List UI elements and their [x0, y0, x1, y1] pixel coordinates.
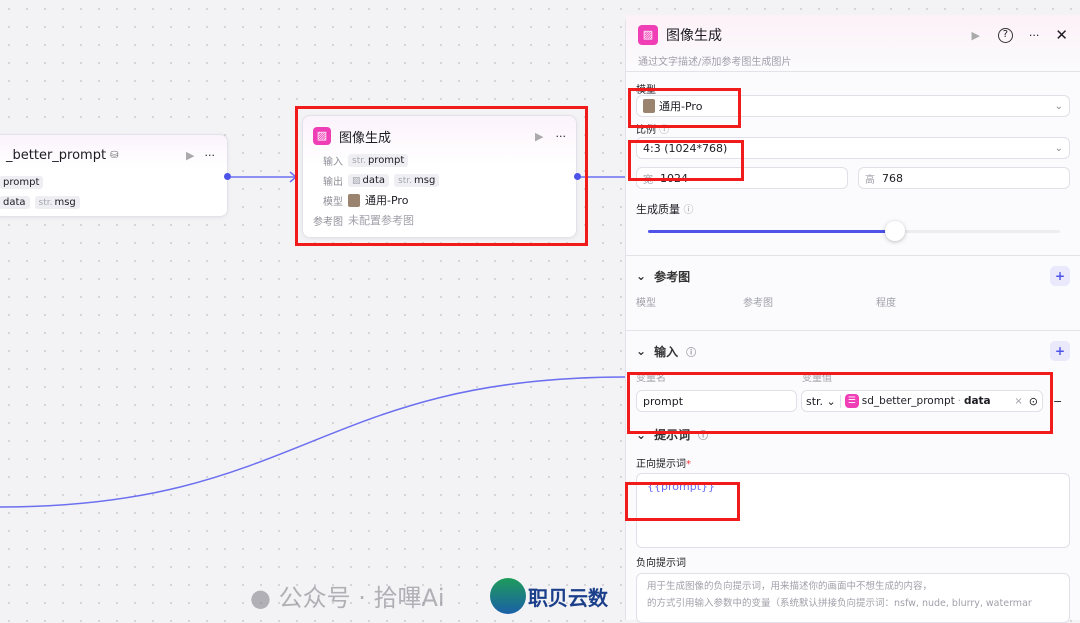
panel-title: 图像生成: [666, 28, 722, 44]
output-tag: str.msg: [394, 173, 440, 187]
more-icon[interactable]: ···: [1028, 28, 1040, 42]
input-tag: prompt: [0, 175, 44, 189]
node-ref-icon: ☰: [844, 394, 859, 408]
ref-value: 未配置参考图: [348, 214, 414, 227]
highlight-box: [628, 140, 744, 181]
negative-placeholder-line: 的方式引用输入参数中的变量（系统默认拼接负向提示词：nsfw, nude, bl…: [647, 598, 1032, 609]
info-icon: ⓘ: [686, 347, 697, 359]
ratio-label: 比例: [636, 125, 656, 136]
ref-node-name: sd_better_prompt: [861, 395, 955, 407]
image-icon: ▨: [313, 127, 331, 145]
output-port[interactable]: [224, 173, 231, 180]
db-icon: ⛁: [110, 149, 119, 161]
slider-handle[interactable]: [885, 221, 906, 241]
more-icon[interactable]: ···: [555, 129, 567, 143]
negative-placeholder-line: 用于生成图像的负向提示词，用来描述你的画面中不想生成的内容，: [647, 581, 933, 592]
ref-col-image: 参考图: [743, 298, 773, 309]
panel-description: 通过文字描述/添加参考图生成图片: [638, 57, 792, 68]
input-section-title: 输入: [654, 344, 679, 359]
chevron-down-icon[interactable]: ⌄: [636, 344, 647, 358]
highlight-box: [625, 482, 740, 521]
remove-var-button[interactable]: −: [1053, 394, 1063, 408]
run-icon[interactable]: ▶: [971, 28, 980, 42]
run-icon[interactable]: ▶: [186, 148, 195, 162]
model-value: 通用-Pro: [659, 100, 703, 113]
ref-col-strength: 程度: [876, 298, 896, 309]
positive-label: 正向提示词: [636, 459, 686, 470]
model-select[interactable]: 通用-Pro ⌄: [636, 95, 1070, 117]
chevron-down-icon: ⌄: [1054, 142, 1063, 154]
var-value-label: 变量值: [802, 373, 832, 384]
var-name-label: 变量名: [636, 373, 666, 384]
close-icon[interactable]: ✕: [1055, 26, 1068, 44]
output-tag: str.msg: [34, 195, 80, 209]
slider-fill: [648, 230, 896, 233]
add-ref-button[interactable]: +: [1050, 266, 1070, 286]
prev-node-title: _better_prompt: [6, 147, 107, 163]
target-icon[interactable]: ⊙: [1028, 394, 1038, 408]
model-label: 模型: [323, 196, 343, 208]
var-value-ref[interactable]: str. ⌄ ☰ sd_better_prompt·data × ⊙: [801, 390, 1043, 412]
logo: 职贝云数: [490, 578, 608, 614]
ref-label: 参考图: [313, 216, 343, 228]
negative-prompt-input[interactable]: 用于生成图像的负向提示词，用来描述你的画面中不想生成的内容， 的方式引用输入参数…: [636, 573, 1070, 623]
input-tag: str.prompt: [348, 153, 409, 167]
output-tag: ▨data: [348, 173, 390, 187]
logo-icon: [490, 578, 526, 614]
height-value: 768: [882, 171, 903, 185]
quality-slider[interactable]: [648, 219, 1060, 243]
input-label: 输入: [323, 156, 343, 168]
required-mark: *: [686, 459, 691, 470]
model-value: 通用-Pro: [365, 194, 409, 207]
chevron-down-icon[interactable]: ⌄: [636, 269, 647, 283]
highlight-box: [627, 372, 1053, 434]
negative-label: 负向提示词: [636, 558, 686, 569]
model-avatar-icon: [643, 99, 655, 113]
height-label: 高: [865, 174, 875, 186]
watermark-text: 公众号 · 拾嗶Ai: [278, 584, 445, 612]
ref-col-model: 模型: [636, 298, 656, 309]
height-input[interactable]: 高 768: [858, 167, 1070, 189]
output-port[interactable]: [574, 173, 581, 180]
wechat-icon: ●: [250, 584, 271, 612]
ratio-select[interactable]: 4:3 (1024*768) ⌄: [636, 137, 1070, 159]
more-icon[interactable]: ···: [204, 148, 216, 162]
info-icon: ⓘ: [659, 125, 670, 136]
output-label: 输出: [323, 176, 343, 188]
info-icon: ⓘ: [683, 205, 694, 216]
run-icon[interactable]: ▶: [535, 129, 544, 143]
image-icon: ▨: [638, 25, 658, 45]
quality-label: 生成质量: [636, 203, 680, 216]
image-gen-node-card[interactable]: ▨ 图像生成 ▶ ··· 输入 str.prompt 输出 ▨data str.msg…: [302, 115, 577, 238]
type-select[interactable]: str. ⌄: [802, 394, 841, 408]
add-input-button[interactable]: +: [1050, 341, 1070, 361]
logo-text: 职贝云数: [528, 585, 608, 610]
ref-section-title: 参考图: [654, 269, 691, 284]
highlight-box: [628, 88, 741, 128]
watermark: ● 公众号 · 拾嗶Ai: [250, 578, 445, 613]
prev-node-card[interactable]: _better_prompt ⛁ ▶ ··· prompt data str.m…: [0, 134, 228, 217]
var-name-value: prompt: [643, 394, 684, 408]
help-icon[interactable]: ?: [997, 27, 1013, 43]
image-icon: ▨: [352, 175, 361, 186]
node-title: 图像生成: [339, 130, 392, 146]
chevron-down-icon: ⌄: [1054, 100, 1063, 112]
highlight-box: [295, 106, 588, 246]
ref-field-name: data: [963, 395, 991, 407]
clear-icon[interactable]: ×: [1014, 395, 1023, 407]
output-tag: data: [0, 195, 30, 209]
info-icon: ⓘ: [698, 431, 709, 442]
model-avatar-icon: [348, 193, 360, 207]
var-name-input[interactable]: prompt: [636, 390, 797, 412]
chevron-down-icon[interactable]: ⌄: [636, 427, 647, 442]
ref-separator: ·: [957, 395, 961, 407]
ratio-value: 4:3 (1024*768): [643, 141, 728, 155]
